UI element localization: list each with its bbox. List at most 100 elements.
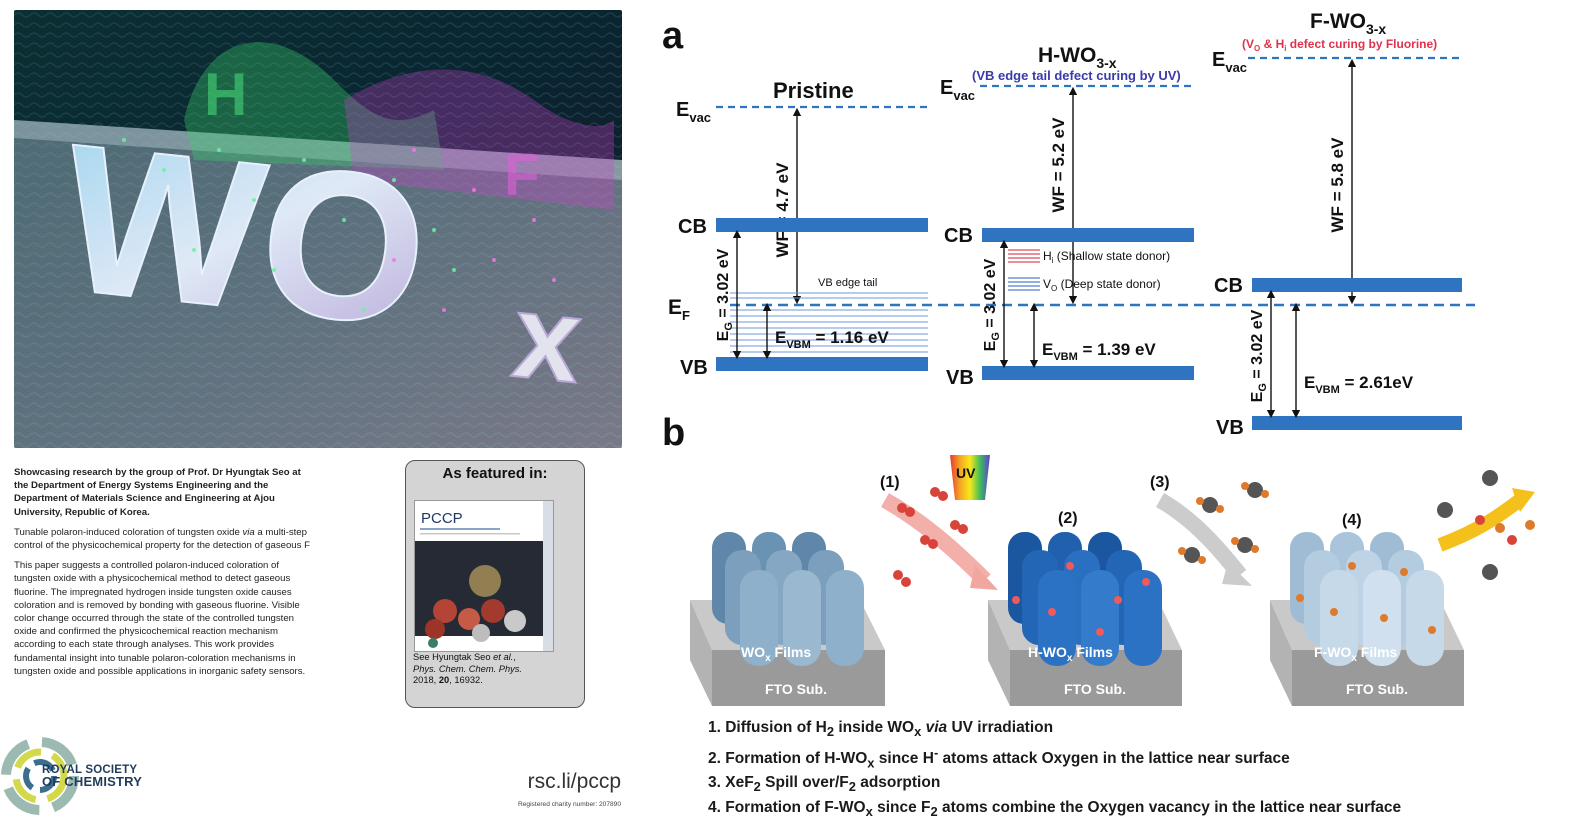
evbm-value: EVBM = 1.39 eV — [1042, 340, 1156, 363]
band-column-f-wo: F-WO3-x (VO & Hi defect curing by Fluori… — [1212, 10, 1462, 439]
showcase-text: Showcasing research by the group of Prof… — [14, 466, 314, 685]
substrate-label: FTO Sub. — [1064, 681, 1126, 697]
column-title: F-WO3-x — [1310, 10, 1386, 37]
cb-band — [1252, 278, 1462, 292]
evac-label: Evac — [1212, 49, 1247, 75]
cover-artwork-svg: H F WO x — [14, 10, 622, 448]
title-part: a multi-step control of the physicochemi… — [14, 526, 310, 552]
substrate-label: FTO Sub. — [765, 681, 827, 697]
vb-label: VB — [946, 367, 974, 389]
featured-box: As featured in: PCCP See Hyungtak Seo et… — [405, 460, 585, 708]
step-label-1: (1) — [880, 474, 900, 491]
film-h-wo: H-WOx Films FTO Sub. — [988, 532, 1182, 706]
column-subtitle: (VO & Hi defect curing by Fluorine) — [1242, 37, 1437, 53]
evac-label: Evac — [940, 77, 975, 103]
diffusion-arrow — [881, 493, 991, 586]
cover-particles-pink — [392, 148, 556, 312]
band-column-h-wo: H-WO3-x (VB edge tail defect curing by U… — [940, 44, 1194, 389]
rsc-logo: ROYAL SOCIETY OF CHEMISTRY — [0, 728, 160, 828]
vb-label: VB — [1216, 417, 1244, 439]
film-label: WOx Films — [741, 644, 811, 664]
cb-label: CB — [678, 216, 707, 238]
substrate-label: FTO Sub. — [1346, 681, 1408, 697]
title-part: Tunable polaron-induced coloration of tu… — [14, 526, 243, 538]
column-title: Pristine — [773, 78, 854, 103]
released-molecules — [1437, 470, 1535, 580]
cover-letter-x: x — [507, 268, 587, 408]
cover-tag-f: F — [504, 143, 539, 208]
release-arrow — [1437, 494, 1525, 552]
release-arrowhead — [1512, 488, 1535, 512]
film-wo: WOx Films FTO Sub. — [690, 532, 885, 706]
process-steps-list: 1. Diffusion of H2 inside WOx via UV irr… — [708, 718, 1568, 823]
step-label-3: (3) — [1150, 474, 1170, 491]
evac-label: Evac — [676, 99, 711, 125]
process-step-3: 3. XeF2 Spill over/F2 adsorption — [708, 774, 941, 795]
evbm-value: EVBM = 2.61eV — [1304, 373, 1414, 396]
fluorine-dots — [1296, 562, 1436, 634]
ref-year: 2018, — [413, 675, 439, 686]
figure-panel: a b EF Pristine Evac WF = 4.7 eV CB VB e… — [662, 10, 1535, 706]
process-step-1: 1. Diffusion of H2 inside WOx via UV irr… — [708, 719, 1054, 740]
column-title: H-WO3-x — [1038, 44, 1117, 71]
charity-number: Registered charity number: 207890 — [518, 801, 621, 808]
vb-band — [1252, 416, 1462, 430]
spill-over-arrow — [1155, 493, 1247, 580]
deep-donor-lines — [1008, 277, 1040, 291]
wf-value: WF = 5.8 eV — [1328, 137, 1347, 233]
hydrogen-molecules — [893, 487, 968, 587]
wf-value: WF = 4.7 eV — [773, 162, 792, 258]
cover-artwork: H F WO x — [14, 10, 622, 448]
rsc-line1: ROYAL SOCIETY — [42, 764, 138, 776]
ref-author: See Hyungtak Seo — [413, 652, 494, 662]
shallow-donor-lines — [1008, 249, 1040, 263]
process-step-4: 4. Formation of F-WOx since F2 atoms com… — [708, 798, 1402, 820]
showcase-heading: Showcasing research by the group of Prof… — [14, 467, 301, 518]
ref-volume: 20 — [438, 675, 450, 686]
hydrogen-dots — [1012, 562, 1150, 636]
deep-donor-label: VO (Deep state donor) — [1043, 277, 1161, 293]
rsc-line2: OF CHEMISTRY — [42, 774, 143, 789]
ef-label: EF — [668, 296, 690, 323]
band-column-pristine: Pristine Evac WF = 4.7 eV CB VB edge tai… — [676, 78, 928, 379]
film-schematic: (1) (2) (3) (4) UV — [690, 455, 1535, 706]
xef2-molecules — [1178, 482, 1269, 564]
cb-band — [982, 228, 1194, 242]
step-label-4: (4) — [1342, 512, 1362, 529]
film-label: F-WOx Films — [1314, 644, 1398, 664]
showcase-title: Tunable polaron-induced coloration of tu… — [14, 526, 314, 552]
evbm-value: EVBM = 1.16 eV — [775, 328, 889, 351]
uv-light-icon — [950, 455, 990, 500]
rsc-logo-mark — [1, 737, 79, 815]
uv-label: UV — [956, 465, 976, 481]
vb-edge-tail-label: VB edge tail — [818, 277, 877, 289]
process-step-2: 2. Formation of H-WOx since H- atoms att… — [708, 744, 1290, 770]
vb-band — [982, 366, 1194, 380]
journal-cover-svg: PCCP — [415, 501, 553, 651]
wf-value: WF = 5.2 eV — [1049, 117, 1068, 213]
rsc-url-link[interactable]: rsc.li/pccp — [527, 770, 621, 793]
rsc-wordmark: ROYAL SOCIETY OF CHEMISTRY — [42, 764, 142, 788]
cover-tag-h: H — [204, 61, 247, 128]
column-subtitle: (VB edge tail defect curing by UV) — [972, 68, 1181, 83]
ref-sep: , — [513, 652, 516, 662]
shallow-donor-label: Hi (Shallow state donor) — [1043, 249, 1170, 265]
journal-reference: See Hyungtak Seo et al., Phys. Chem. Che… — [413, 652, 581, 687]
ref-etal: et al. — [493, 652, 514, 662]
panel-label-b: b — [662, 412, 685, 454]
diffusion-arrowhead — [970, 565, 998, 590]
cb-band — [716, 218, 928, 232]
eg-value: EG = 3.02 eV — [982, 258, 1002, 351]
film-label: H-WOx Films — [1028, 644, 1113, 664]
eg-value: EG = 3.02 eV — [1249, 309, 1269, 402]
vb-band — [716, 357, 928, 371]
eg-value: EG = 3.02 eV — [715, 248, 735, 341]
cover-letters-wo: WO — [53, 99, 437, 371]
cb-label: CB — [1214, 275, 1243, 297]
panel-label-a: a — [662, 15, 684, 57]
ref-journal: Phys. Chem. Chem. Phys. — [413, 663, 523, 674]
journal-name: PCCP — [421, 510, 463, 527]
featured-title: As featured in: — [442, 465, 548, 482]
spill-over-arrowhead — [1222, 562, 1252, 586]
journal-cover-image[interactable]: PCCP — [414, 500, 554, 652]
